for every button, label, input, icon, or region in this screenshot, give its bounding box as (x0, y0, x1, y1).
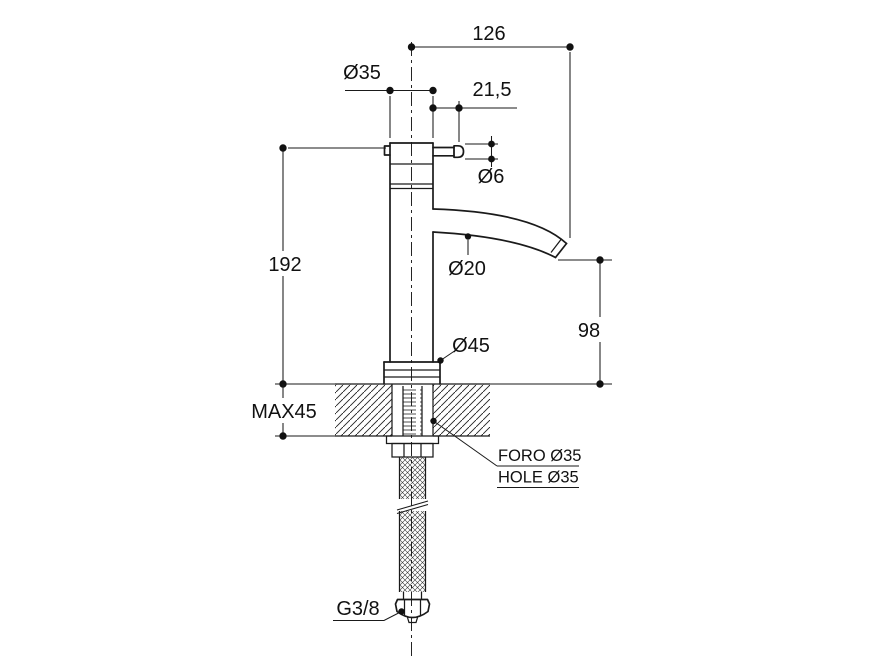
connector-collar (402, 592, 423, 600)
label-mask-192 (263, 251, 307, 276)
dimensions-group (275, 43, 612, 622)
labels-group: 126 Ø35 21,5 Ø6 192 Ø20 98 Ø45 MAX45 FOR… (251, 23, 600, 620)
fixing-nut-facets (403, 443, 422, 457)
inlet-thread-label: G3/8 (336, 598, 379, 620)
dim-spout-diameter-label: Ø20 (448, 258, 486, 280)
leader-thread-line (333, 611, 402, 622)
threaded-shank-threads (403, 387, 422, 436)
threaded-shank-sides (402, 386, 423, 436)
spout-aerator-line (550, 239, 562, 253)
under-deck-group (385, 386, 440, 624)
dim-overall-width-label: 126 (472, 23, 505, 45)
dim-deck-thickness-dot (279, 432, 287, 440)
mounting-hole-walls (391, 384, 434, 436)
leader-spout-diameter-dot (464, 233, 472, 240)
leader-hole-line (433, 420, 498, 467)
base-flange-rings (384, 369, 440, 378)
dim-pin-diameter-dot-bottom (488, 155, 495, 163)
dim-body-diameter-label: Ø35 (343, 62, 381, 84)
hose-break-lines (396, 500, 429, 515)
dim-handle-projection-dot-left (429, 104, 437, 112)
dim-pin-diameter-label: Ø6 (478, 166, 505, 188)
dim-body-diameter-dot-right (429, 86, 437, 95)
dim-pin-diameter-dot-top (488, 140, 495, 148)
lever-pin (432, 146, 455, 157)
flexible-hose-braid (400, 457, 425, 592)
lever-pin-left-nub (383, 145, 391, 156)
dim-body-diameter-ext (389, 96, 434, 138)
connector-hex-facets (403, 600, 422, 616)
leader-thread-dot (398, 608, 405, 615)
deck-hatch-left (335, 384, 392, 436)
dim-handle-projection-dot-right (455, 104, 463, 112)
dim-overall-width-dot-left (407, 43, 416, 51)
dim-height-label: 192 (268, 254, 301, 276)
leader-base-diameter-dot (437, 357, 444, 364)
dim-spout-height-label: 98 (578, 320, 600, 342)
base-flange-sides (383, 361, 441, 385)
fixing-washer (385, 435, 440, 445)
dim-spout-height-dot-top (596, 256, 604, 264)
leader-hole-underlines (497, 465, 579, 489)
hole-label-english: HOLE Ø35 (498, 469, 579, 487)
spout-tip-face (554, 242, 568, 259)
dim-overall-width-dot-right (566, 43, 574, 51)
spout-lower-curve (432, 231, 557, 259)
lever-pin-knob (453, 144, 465, 159)
leader-hole-dot (430, 417, 437, 425)
hole-label-italian: FORO Ø35 (498, 447, 581, 465)
connector-tip (406, 617, 419, 624)
dim-body-diameter-dot-left (386, 86, 394, 95)
fixing-nut (391, 442, 434, 458)
flexible-hose-sides (398, 457, 427, 592)
label-mask-max45 (245, 398, 324, 423)
dim-spout-height-dot-bottom (596, 380, 604, 388)
dim-deck-thickness-label: MAX45 (251, 401, 317, 423)
deck-hatch-right (433, 384, 490, 436)
dim-base-diameter-label: Ø45 (452, 335, 490, 357)
dim-height-dot-top (279, 144, 287, 152)
faucet-body-group (383, 142, 568, 385)
dim-handle-projection-label: 21,5 (473, 79, 512, 101)
spout-upper-curve (432, 208, 568, 245)
label-mask-98 (573, 317, 606, 342)
